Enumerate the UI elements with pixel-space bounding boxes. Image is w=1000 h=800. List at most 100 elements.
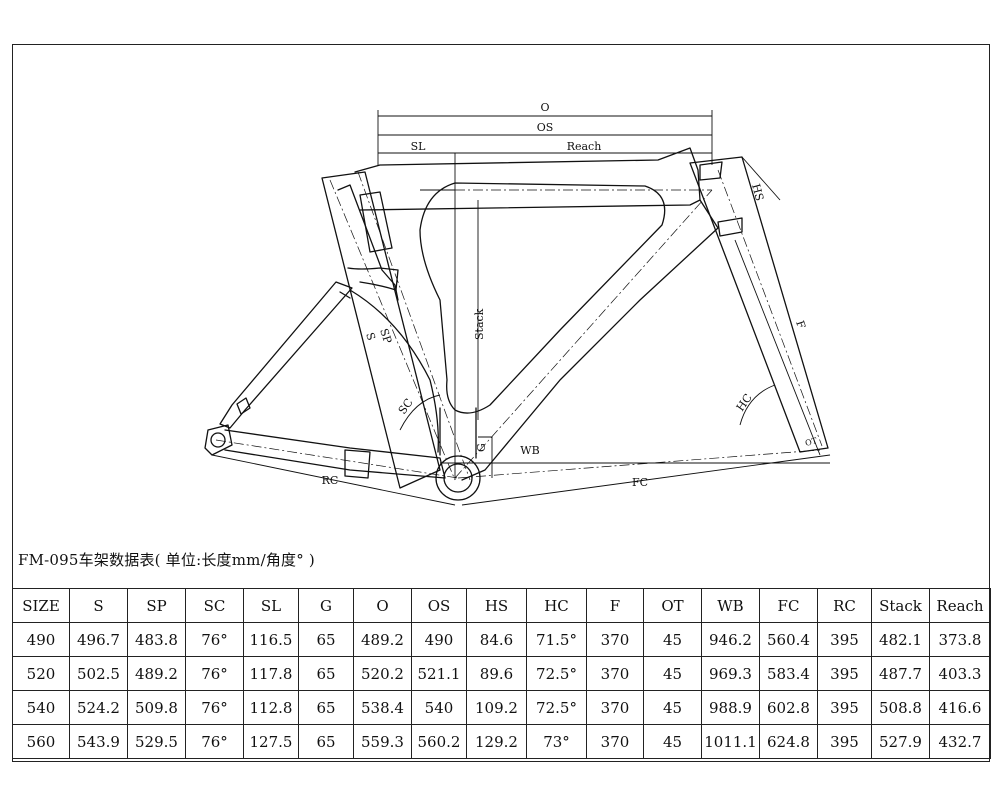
table-cell: 521.1 bbox=[411, 656, 467, 691]
label-stack: Stack bbox=[473, 308, 486, 340]
bottom-bracket bbox=[435, 455, 481, 501]
table-cell: 65 bbox=[298, 690, 354, 725]
table-cell: 432.7 bbox=[929, 724, 991, 759]
label-wb: WB bbox=[520, 444, 539, 457]
table-cell: 65 bbox=[298, 724, 354, 759]
label-fc: FC bbox=[632, 476, 648, 489]
column-header-s: S bbox=[69, 588, 128, 623]
label-hs: HS bbox=[749, 182, 766, 202]
table-cell: 560.2 bbox=[411, 724, 467, 759]
chain-stay bbox=[224, 429, 446, 479]
table-cell: 395 bbox=[817, 724, 872, 759]
table-cell: 403.3 bbox=[929, 656, 991, 691]
table-cell: 490 bbox=[411, 622, 467, 657]
table-cell: 370 bbox=[586, 690, 644, 725]
label-rc: RC bbox=[322, 474, 339, 487]
table-cell: 489.2 bbox=[353, 622, 412, 657]
table-cell: 483.8 bbox=[127, 622, 186, 657]
table-cell: 624.8 bbox=[759, 724, 818, 759]
table-cell: 73° bbox=[526, 724, 587, 759]
label-o: O bbox=[540, 101, 549, 114]
table-cell: 127.5 bbox=[243, 724, 299, 759]
table-cell: 602.8 bbox=[759, 690, 818, 725]
column-header-os: OS bbox=[411, 588, 467, 623]
label-hc: HC bbox=[734, 392, 755, 414]
table-cell: 524.2 bbox=[69, 690, 128, 725]
table-cell: 65 bbox=[298, 622, 354, 657]
table-cell: 76° bbox=[185, 690, 244, 725]
table-cell: 76° bbox=[185, 622, 244, 657]
table-cell: 45 bbox=[643, 690, 702, 725]
table-cell: 496.7 bbox=[69, 622, 128, 657]
label-ot: OT bbox=[804, 436, 818, 448]
table-cell: 502.5 bbox=[69, 656, 128, 691]
column-header-f: F bbox=[586, 588, 644, 623]
frame-geometry-drawing: O OS SL Reach HS F HC Stack S SP SC G WB… bbox=[204, 101, 831, 506]
column-header-hs: HS bbox=[466, 588, 527, 623]
table-cell: 65 bbox=[298, 656, 354, 691]
label-g: G bbox=[475, 443, 488, 452]
table-cell: 538.4 bbox=[353, 690, 412, 725]
column-header-ot: OT bbox=[643, 588, 702, 623]
drawing-sheet-border bbox=[12, 44, 990, 762]
table-cell: 373.8 bbox=[929, 622, 991, 657]
table-cell: 509.8 bbox=[127, 690, 186, 725]
table-cell: 112.8 bbox=[243, 690, 299, 725]
table-cell: 969.3 bbox=[701, 656, 760, 691]
front-triangle-cutout bbox=[419, 182, 666, 414]
head-tube bbox=[689, 156, 829, 453]
table-cell: 988.9 bbox=[701, 690, 760, 725]
table-cell: 560 bbox=[12, 724, 70, 759]
table-cell: 487.7 bbox=[871, 656, 930, 691]
table-cell: 370 bbox=[586, 724, 644, 759]
column-header-rc: RC bbox=[817, 588, 872, 623]
column-header-reach: Reach bbox=[929, 588, 991, 623]
rear-dropout bbox=[210, 432, 226, 448]
table-cell: 76° bbox=[185, 724, 244, 759]
label-os: OS bbox=[537, 121, 554, 134]
table-cell: 520 bbox=[12, 656, 70, 691]
table-cell: 72.5° bbox=[526, 690, 587, 725]
table-cell: 482.1 bbox=[871, 622, 930, 657]
table-cell: 540 bbox=[411, 690, 467, 725]
table-cell: 76° bbox=[185, 656, 244, 691]
column-header-g: G bbox=[298, 588, 354, 623]
table-cell: 116.5 bbox=[243, 622, 299, 657]
table-cell: 89.6 bbox=[466, 656, 527, 691]
table-cell: 508.8 bbox=[871, 690, 930, 725]
table-cell: 45 bbox=[643, 622, 702, 657]
table-cell: 527.9 bbox=[871, 724, 930, 759]
column-header-sl: SL bbox=[243, 588, 299, 623]
column-header-size: SIZE bbox=[12, 588, 70, 623]
down-tube bbox=[461, 199, 719, 481]
label-sp: SP bbox=[377, 327, 394, 346]
table-cell: 395 bbox=[817, 690, 872, 725]
column-header-wb: WB bbox=[701, 588, 760, 623]
column-header-sp: SP bbox=[127, 588, 186, 623]
table-cell: 520.2 bbox=[353, 656, 412, 691]
table-cell: 416.6 bbox=[929, 690, 991, 725]
label-reach: Reach bbox=[567, 140, 602, 153]
table-cell: 395 bbox=[817, 656, 872, 691]
table-cell: 72.5° bbox=[526, 656, 587, 691]
column-header-hc: HC bbox=[526, 588, 587, 623]
table-cell: 540 bbox=[12, 690, 70, 725]
table-cell: 560.4 bbox=[759, 622, 818, 657]
table-cell: 559.3 bbox=[353, 724, 412, 759]
label-sc: SC bbox=[396, 396, 416, 417]
column-header-fc: FC bbox=[759, 588, 818, 623]
table-cell: 45 bbox=[643, 724, 702, 759]
table-cell: 109.2 bbox=[466, 690, 527, 725]
table-cell: 117.8 bbox=[243, 656, 299, 691]
top-tube bbox=[354, 147, 701, 211]
table-cell: 370 bbox=[586, 622, 644, 657]
column-header-stack: Stack bbox=[871, 588, 930, 623]
column-header-o: O bbox=[353, 588, 412, 623]
label-sl: SL bbox=[411, 140, 427, 153]
